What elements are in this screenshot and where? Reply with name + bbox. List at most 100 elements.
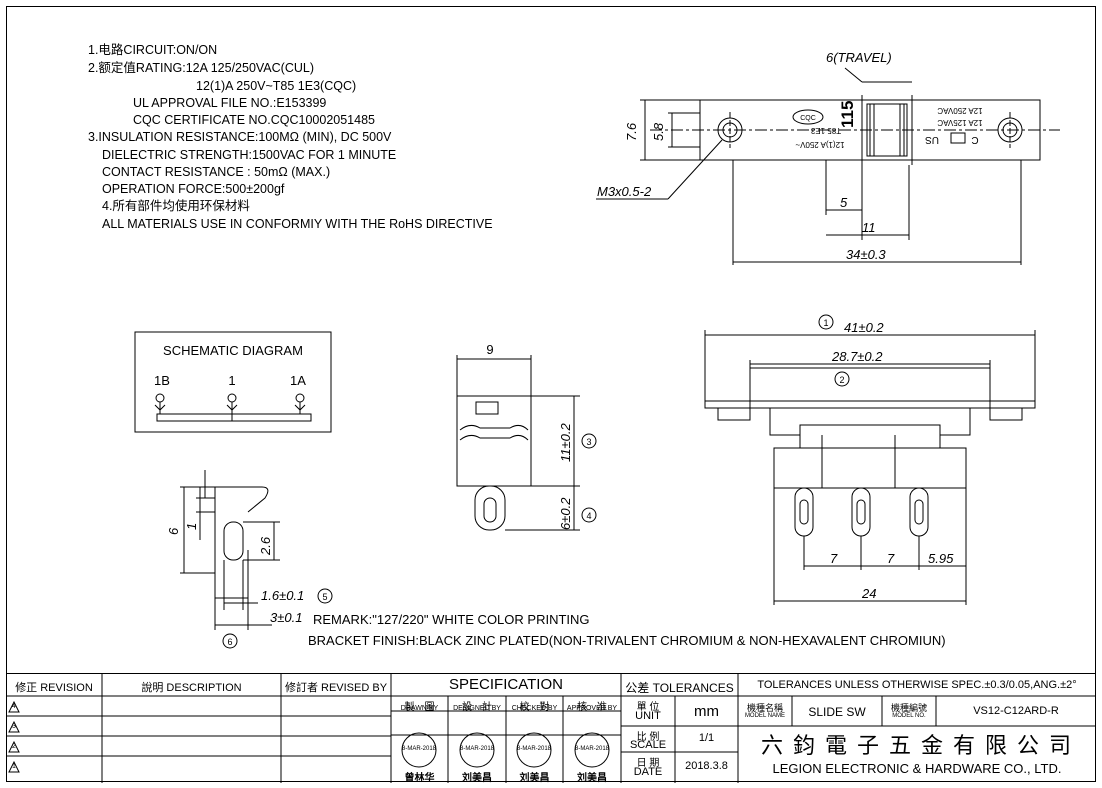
height-dim: 7.6 xyxy=(624,122,639,141)
company-name-cn: 六鈞電子五金有限公司 xyxy=(760,734,1081,759)
model-no-value: VS12-C12ARD-R xyxy=(973,705,1059,717)
date-value: 2018.3.8 xyxy=(685,760,728,772)
signature-approved: 刘美昌 xyxy=(577,773,607,784)
note-insulation: 3.INSULATION RESISTANCE:100MΩ (MIN), DC … xyxy=(88,130,392,144)
technical-drawing: 6(TRAVEL) 7.6 5.8 M3x0.5-2 5 11 34±0.3 1… xyxy=(134,50,1060,649)
front-dim-24: 24 xyxy=(861,586,876,601)
ul-logo xyxy=(950,132,966,144)
rev-mark-3: 3 xyxy=(12,723,16,730)
unit-label: 單 位 xyxy=(636,702,660,713)
detail-dim-3: 3±0.1 xyxy=(270,610,302,625)
schematic-title: SCHEMATIC DIAGRAM xyxy=(163,343,303,358)
top-view xyxy=(596,67,1060,265)
company-name-en: LEGION ELECTRONIC & HARDWARE CO., LTD. xyxy=(772,761,1062,776)
schematic-pin-1: 1 xyxy=(228,373,235,388)
detail-dim-16: 1.6±0.1 xyxy=(261,588,304,603)
inner-height-dim: 5.8 xyxy=(651,122,666,141)
terminal-detail xyxy=(180,433,597,649)
detail-dim-26: 2.6 xyxy=(258,536,273,556)
print-115: 115 xyxy=(838,101,857,128)
model-no-en: MODEL NO. xyxy=(892,713,926,719)
schematic-pin-1a: 1A xyxy=(290,373,306,388)
scale-en: SCALE xyxy=(629,739,667,751)
thread-label: M3x0.5-2 xyxy=(597,184,652,199)
front-view-terminal-2 xyxy=(851,487,871,537)
front-dim-41: 41±0.2 xyxy=(844,320,884,335)
print-us: US xyxy=(925,134,939,145)
designed-by-en: DESIGNED BY xyxy=(453,705,501,712)
signature-designed: 刘美昌 xyxy=(462,773,492,784)
drawing-sheet xyxy=(6,6,1096,782)
print-ul1: 12A 250VAC xyxy=(937,106,982,115)
remark-printing: REMARK:"127/220" WHITE COLOR PRINTING xyxy=(313,612,590,627)
note-dielectric: DIELECTRIC STRENGTH:1500VAC FOR 1 MINUTE xyxy=(102,148,397,162)
title-block-grid xyxy=(6,674,1096,783)
date-en: DATE xyxy=(633,766,663,778)
model-name-en: MODEL NAME xyxy=(744,713,786,719)
rev-mark-2: 2 xyxy=(12,743,16,750)
front-view-terminal-3 xyxy=(909,487,929,537)
header-specification: SPECIFICATION xyxy=(449,676,563,693)
approved-by-en: APPROVED BY xyxy=(566,705,618,712)
side-dim-6: 6±0.2 xyxy=(558,497,573,530)
header-revised-by: 修訂者 REVISED BY xyxy=(284,682,388,694)
note-force: OPERATION FORCE:500±200gf xyxy=(102,182,285,196)
checked-by-label: 校 對 xyxy=(519,702,550,713)
checked-by-en: CHECKED BY xyxy=(511,705,558,712)
print-c: C xyxy=(971,134,978,145)
print-t85: T85 1E3 xyxy=(810,126,841,135)
schematic-terminal-1 xyxy=(227,393,237,403)
remark-bracket: BRACKET FINISH:BLACK ZINC PLATED(NON-TRI… xyxy=(308,633,946,648)
schematic-contact-bar xyxy=(156,413,312,422)
side-dim-11: 11±0.2 xyxy=(558,423,573,462)
signature-checked: 刘美昌 xyxy=(519,773,550,784)
note-rating-cqc: 12(1)A 250V~T85 1E3(CQC) xyxy=(196,79,357,93)
unit-value: mm xyxy=(694,703,719,720)
detail-dim-1: 1 xyxy=(184,523,199,530)
note-circuit: 1.电路CIRCUIT:ON/ON xyxy=(88,43,218,57)
header-tolerances: 公差 TOLERANCES xyxy=(625,681,734,695)
schematic-diagram xyxy=(134,331,332,433)
side-view xyxy=(456,355,580,531)
front-dim-7a: 7 xyxy=(830,551,838,566)
note-contact: CONTACT RESISTANCE : 50mΩ (MAX.) xyxy=(102,165,331,179)
side-dim-9: 9 xyxy=(486,342,493,357)
slider-actuator xyxy=(866,103,908,157)
side-view-terminal xyxy=(474,485,506,531)
callout-5: 5 xyxy=(322,592,327,602)
stamp-approved-date: 8-MAR-2018 xyxy=(575,746,610,752)
detail-dim-6: 6 xyxy=(166,527,181,535)
model-no-label: 機種編號 xyxy=(890,703,927,713)
note-ul-file: UL APPROVAL FILE NO.:E153399 xyxy=(133,96,327,110)
front-view-base xyxy=(773,447,967,489)
drawn-by-label: 製 圖 xyxy=(404,702,435,713)
signature-drawn: 曾林华 xyxy=(404,773,435,784)
side-view-body xyxy=(456,395,532,487)
date-label: 日 期 xyxy=(636,758,660,769)
scale-value: 1/1 xyxy=(698,732,715,744)
front-dim-7b: 7 xyxy=(887,551,895,566)
print-rating: 12(1)A 250V~ xyxy=(795,140,844,149)
callout-1: 1 xyxy=(823,318,828,328)
unit-en: UNIT xyxy=(635,710,661,722)
travel-dim: 6(TRAVEL) xyxy=(826,50,892,65)
note-rohs: ALL MATERIALS USE IN CONFORMIY WITH THE … xyxy=(102,217,493,231)
note-cqc-cert: CQC CERTIFICATE NO.CQC10002051485 xyxy=(133,113,375,127)
front-view-housing-top xyxy=(749,367,991,409)
print-cqc: CQC xyxy=(800,115,816,122)
front-view xyxy=(704,314,1036,605)
schematic-terminal-1a xyxy=(295,393,305,403)
tolerance-spec: TOLERANCES UNLESS OTHERWISE SPEC.±0.3/0.… xyxy=(757,679,1077,691)
dim-11: 11 xyxy=(862,220,876,235)
note-materials-cn: 4.所有部件均使用环保材料 xyxy=(102,199,250,213)
callout-4: 4 xyxy=(586,511,591,521)
drawn-by-en: DRAWN BY xyxy=(400,705,439,712)
front-view-bracket xyxy=(704,400,1036,409)
front-dim-28: 28.7±0.2 xyxy=(831,349,883,364)
dim-34: 34±0.3 xyxy=(846,247,886,262)
dim-5: 5 xyxy=(840,195,848,210)
callout-3: 3 xyxy=(586,437,591,447)
header-revision: 修正 REVISION xyxy=(15,682,93,694)
model-name-label: 機種名稱 xyxy=(746,703,783,713)
model-name-value: SLIDE SW xyxy=(808,705,866,719)
